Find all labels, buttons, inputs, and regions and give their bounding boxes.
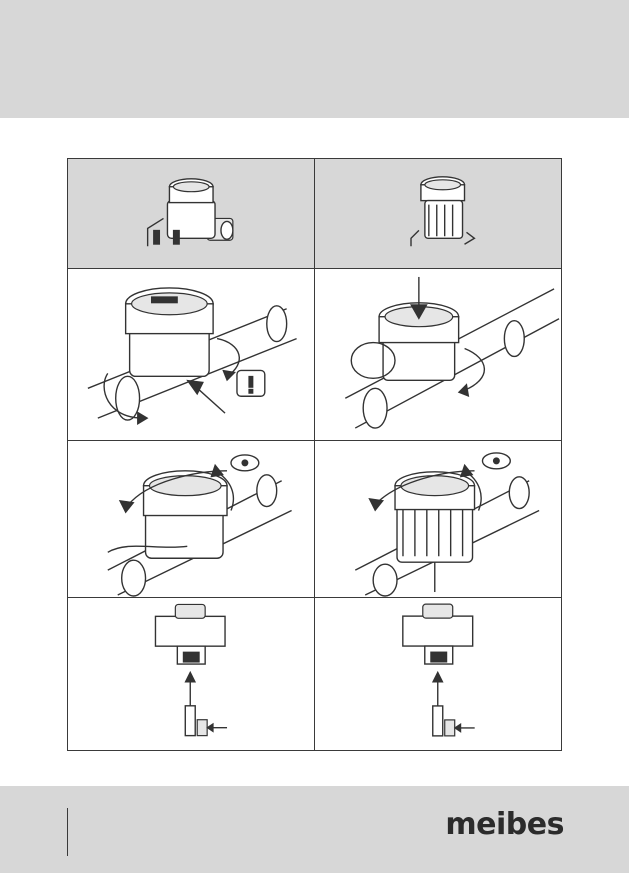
top-header-band — [0, 0, 629, 118]
meter-rotate-illustration — [68, 441, 314, 597]
meter-unscrew-illustration — [68, 269, 314, 440]
step-unscrew-left — [68, 269, 315, 441]
logo-text: meibes — [445, 807, 564, 842]
step-rotate-right — [315, 441, 562, 598]
meter-press-illustration — [315, 269, 562, 440]
step-rotate-left — [68, 441, 315, 598]
step-press-right — [315, 269, 562, 441]
sensor-insert-left — [68, 598, 315, 750]
sensor-insert-right — [315, 598, 562, 750]
meter-overview-right — [315, 159, 562, 269]
meibes-logo: meibes — [444, 804, 564, 844]
sensor-insert-illustration — [68, 598, 314, 750]
meter-rotate-illustration — [315, 441, 562, 597]
water-meter-illustration — [68, 159, 314, 268]
footer-divider — [67, 808, 68, 856]
water-meter-illustration — [315, 159, 562, 268]
meter-overview-left — [68, 159, 315, 269]
sensor-insert-illustration — [315, 598, 562, 750]
installation-figure-grid — [67, 158, 562, 751]
